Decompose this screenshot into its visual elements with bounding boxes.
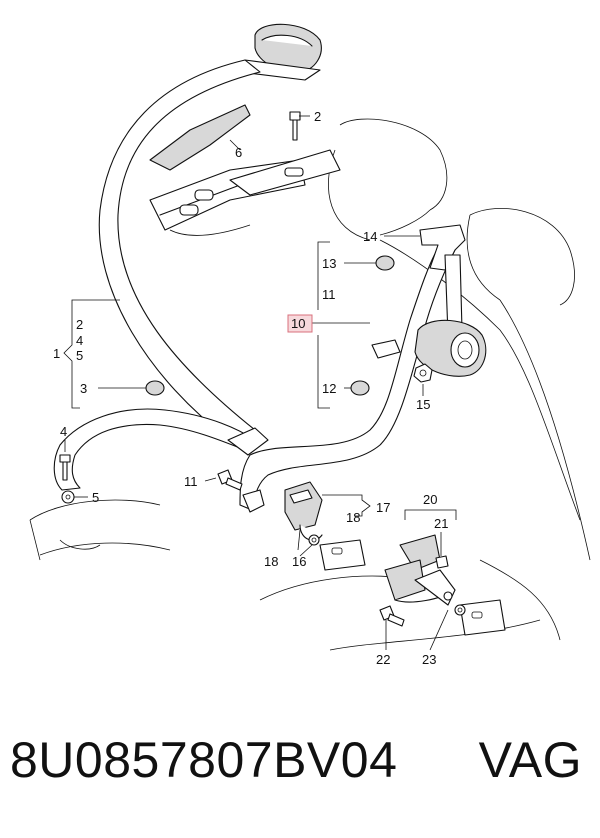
belt-retractor — [414, 319, 487, 377]
belt-tongue — [227, 339, 401, 456]
callout-2-left: 2 — [76, 317, 83, 332]
rear-seat-outline — [259, 118, 591, 651]
callout-10: 10 — [291, 316, 305, 331]
buckle — [284, 481, 323, 541]
callout-15: 15 — [416, 397, 430, 412]
callout-5: 5 — [92, 490, 99, 505]
floor-outline — [29, 499, 171, 561]
callout-10-highlight — [287, 314, 313, 333]
brand-label: VAG — [478, 732, 582, 788]
fasteners — [59, 111, 466, 627]
callout-17: 17 — [376, 500, 390, 515]
callout-5-left: 5 — [76, 348, 83, 363]
callout-2-top: 2 — [314, 109, 321, 124]
callout-18-right: 18 — [346, 510, 360, 525]
callout-4: 4 — [60, 424, 67, 439]
callout-1: 1 — [53, 346, 60, 361]
callout-labels: 2 6 14 13 11 10 12 15 2 4 1 5 3 4 5 11 1… — [53, 109, 448, 667]
roof-bracket — [149, 104, 341, 236]
callout-11-lower: 11 — [184, 474, 198, 489]
callout-11-upper: 11 — [322, 287, 336, 302]
callout-14: 14 — [363, 229, 377, 244]
callout-4-left: 4 — [76, 333, 83, 348]
callout-23: 23 — [422, 652, 436, 667]
buckle-assembly — [319, 534, 506, 636]
callout-20: 20 — [423, 492, 437, 507]
callout-12: 12 — [322, 381, 336, 396]
callout-16: 16 — [292, 554, 306, 569]
callout-18: 18 — [264, 554, 278, 569]
callout-22: 22 — [376, 652, 390, 667]
callout-13: 13 — [322, 256, 336, 271]
footer: 8U0857807BV04 VAG — [0, 735, 600, 815]
callout-6: 6 — [235, 145, 242, 160]
part-number: 8U0857807BV04 — [10, 732, 398, 788]
leader-lines — [63, 115, 457, 651]
parts-diagram: 2 6 14 13 11 10 12 15 2 4 1 5 3 4 5 11 1… — [29, 23, 591, 667]
belt-guide — [419, 224, 466, 336]
callout-21: 21 — [434, 516, 448, 531]
upper-retractor — [239, 23, 322, 81]
callout-3: 3 — [80, 381, 87, 396]
